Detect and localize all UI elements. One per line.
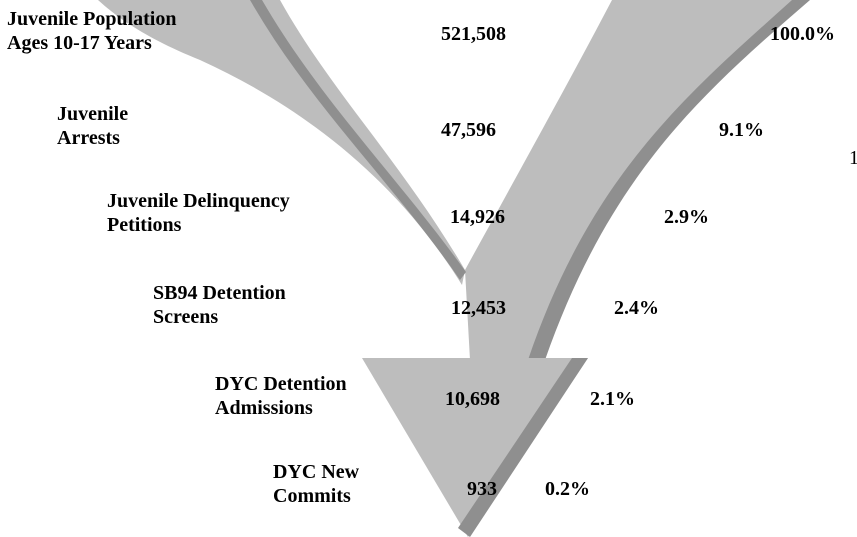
stage-count-arrests: 47,596 <box>441 119 496 141</box>
stage-label-commits: DYC New Commits <box>273 461 360 507</box>
stage-count-population: 521,508 <box>441 23 506 45</box>
stage-percent-petitions: 2.9% <box>664 206 709 228</box>
stage-percent-commits: 0.2% <box>545 478 590 500</box>
stage-count-admissions: 10,698 <box>445 388 500 410</box>
funnel-left-arm <box>98 0 465 285</box>
stage-count-screens: 12,453 <box>451 297 506 319</box>
stage-label-population: Juvenile Population Ages 10-17 Years <box>7 8 177 54</box>
funnel-arrowhead <box>362 358 588 537</box>
funnel-right-shadow <box>528 0 810 360</box>
stage-label-arrests: Juvenile Arrests <box>57 103 129 149</box>
stage-label-admissions: DYC Detention Admissions <box>215 373 347 419</box>
edge-fragment-text: 1 <box>849 147 857 169</box>
stage-percent-screens: 2.4% <box>614 297 659 319</box>
stage-percent-arrests: 9.1% <box>719 119 764 141</box>
stage-count-commits: 933 <box>467 478 497 500</box>
stage-percent-admissions: 2.1% <box>590 388 635 410</box>
funnel-left-shadow <box>250 0 466 280</box>
funnel-arrowhead-shadow <box>458 358 588 537</box>
stage-percent-population: 100.0% <box>770 23 835 45</box>
stage-label-petitions: Juvenile Delinquency Petitions <box>107 190 290 236</box>
funnel-right-arm <box>465 0 805 360</box>
stage-label-screens: SB94 Detention Screens <box>153 282 286 328</box>
stage-count-petitions: 14,926 <box>450 206 505 228</box>
